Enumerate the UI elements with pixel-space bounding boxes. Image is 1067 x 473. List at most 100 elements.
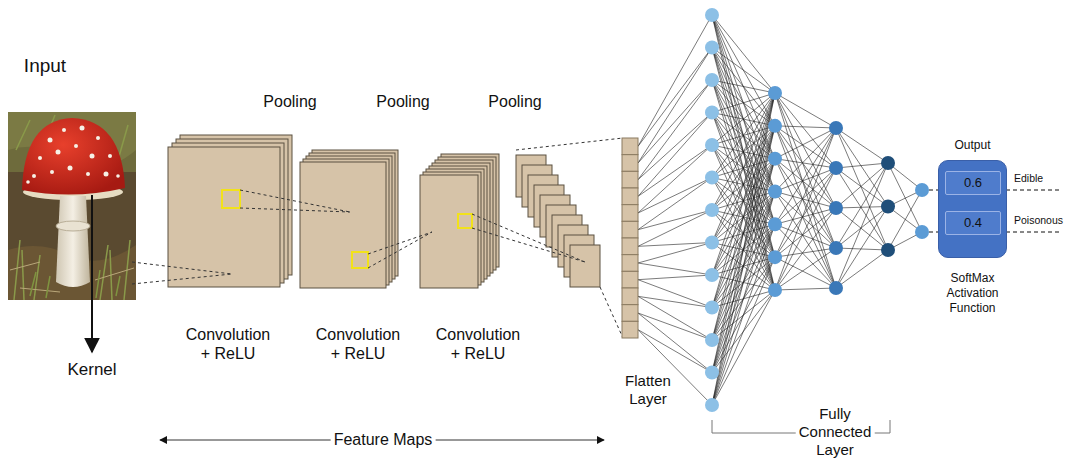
neuron (768, 283, 782, 297)
neuron (705, 398, 719, 412)
network-wire (638, 313, 712, 373)
network-wire (775, 159, 836, 288)
class-label: Poisonous (1011, 214, 1066, 227)
class-label: Edible (1011, 172, 1046, 185)
network-wire (836, 168, 888, 250)
network-wire (775, 128, 836, 224)
network-wire (712, 15, 775, 192)
network-wire (775, 128, 836, 159)
flatten-cell (622, 288, 638, 305)
network-wire (638, 113, 712, 197)
network-wire (836, 248, 888, 250)
network-wire (775, 126, 836, 288)
projection-line (472, 228, 585, 262)
layer-label: Convolution + ReLU (186, 325, 271, 363)
network-wire (638, 280, 712, 308)
projection-line (132, 274, 232, 284)
feature-map (168, 147, 280, 287)
network-wire (836, 163, 888, 208)
network-wire (836, 163, 888, 168)
mushroom-photo (8, 112, 136, 300)
network-wire (638, 210, 712, 230)
network-wire (775, 288, 836, 290)
pooling-label: Pooling (263, 92, 316, 111)
network-wire (775, 159, 836, 208)
neuron (705, 366, 719, 380)
neuron (705, 203, 719, 217)
network-wire (712, 126, 775, 405)
network-wire (638, 178, 712, 230)
kernel-window (222, 190, 240, 208)
network-wire (712, 93, 775, 145)
network-wire (775, 208, 836, 290)
network-wire (775, 168, 836, 192)
input-label: Input (24, 55, 66, 78)
network-wire (775, 208, 836, 224)
network-wire (836, 207, 888, 209)
network-wire (712, 192, 775, 406)
neuron (881, 243, 895, 257)
network-wire (775, 93, 836, 168)
network-wire (712, 159, 775, 405)
network-wire (638, 80, 712, 180)
neuron (915, 225, 929, 239)
neuron (705, 73, 719, 87)
network-wire (638, 48, 712, 147)
neuron (705, 8, 719, 22)
box-value: 0.6 (964, 175, 982, 191)
flatten-cell (622, 138, 638, 155)
neuron (705, 301, 719, 315)
network-wire (775, 128, 836, 192)
neuron (829, 281, 843, 295)
network-wire (712, 93, 775, 340)
neuron (829, 201, 843, 215)
network-wire (775, 168, 836, 224)
network-wire (775, 168, 836, 257)
network-wire (712, 15, 775, 126)
network-wire (836, 128, 888, 163)
layer-label: Convolution + ReLU (436, 325, 521, 363)
network-wire (712, 80, 775, 224)
neuron (768, 152, 782, 166)
network-wire (888, 190, 922, 250)
flatten-cell (622, 155, 638, 172)
flatten-cell (622, 205, 638, 222)
probability-box: 0.6 (945, 171, 1001, 195)
neuron (705, 171, 719, 185)
flatten-cell (622, 238, 638, 255)
network-wire (775, 168, 836, 290)
kernel-label: Kernel (67, 360, 116, 380)
network-wire (712, 15, 775, 93)
network-wire (836, 207, 888, 289)
network-wire (775, 159, 836, 248)
neuron (705, 268, 719, 282)
network-wire (712, 93, 775, 308)
flatten-cell (622, 271, 638, 288)
network-wire (638, 296, 712, 340)
network-wire (638, 48, 712, 164)
neuron (768, 185, 782, 199)
neuron (705, 41, 719, 55)
network-wire (638, 15, 712, 146)
network-wire (638, 210, 712, 246)
probability-box: 0.4 (945, 211, 1001, 235)
projection-line (132, 262, 232, 274)
feature-map (420, 175, 478, 288)
flatten-cell (622, 221, 638, 238)
network-wire (836, 163, 888, 288)
network-wire (712, 93, 775, 210)
projection-line (600, 287, 623, 338)
neuron (768, 119, 782, 133)
softmax-box: OutputSoftMax Activation Function0.60.4 (938, 160, 1007, 258)
box-heading: Output (954, 138, 990, 153)
network-wire (712, 257, 775, 405)
neuron (881, 200, 895, 214)
layer-label: Fully Connected Layer (796, 405, 875, 459)
network-wire (638, 275, 712, 280)
network-wire (638, 113, 712, 180)
network-wire (775, 224, 836, 248)
projection-line (472, 214, 585, 262)
network-wire (836, 168, 888, 207)
network-wire (775, 128, 836, 257)
